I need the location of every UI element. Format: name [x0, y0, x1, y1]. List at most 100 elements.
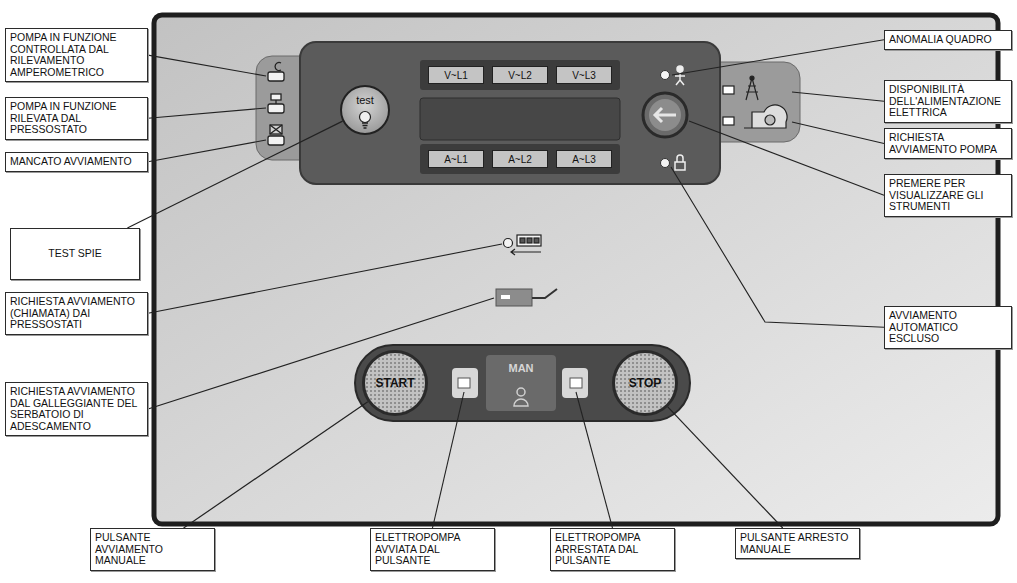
callout-box: TEST SPIE: [10, 228, 140, 280]
panel-housing: [154, 15, 998, 524]
leader-line: [576, 392, 613, 528]
leader-line: [148, 55, 266, 76]
manual-icon: [514, 399, 528, 406]
button-label: START: [375, 376, 414, 390]
status-icon: [723, 76, 787, 128]
button-label: STOP: [629, 376, 661, 390]
float-switch-icon: [501, 295, 510, 299]
leader-line: [672, 40, 884, 75]
callout-text: RICHIESTA AVVIAMENTO POMPA: [889, 132, 1007, 155]
leader-line: [433, 392, 465, 528]
callout-text: PREMERE PER VISUALIZZARE GLI STRUMENTI: [889, 178, 1007, 213]
leader-line: [792, 122, 884, 144]
manual-icon: [514, 388, 528, 406]
control-display: [420, 144, 620, 174]
status-icon: [275, 63, 281, 71]
lamp-icon: [360, 112, 371, 123]
panel-housing: [154, 15, 998, 524]
meter-label: V~L2: [508, 70, 532, 81]
float-switch-icon: [496, 289, 557, 306]
mode-label: MAN: [508, 362, 533, 374]
meter-display: V~L2: [492, 66, 548, 84]
indicator-led: [661, 71, 670, 80]
callout-text: POMPA IN FUNZIONE CONTROLLATA DAL RILEVA…: [10, 32, 143, 78]
callout-box: MANCATO AVVIAMENTO: [5, 152, 148, 172]
callout-text: PULSANTE ARRESTO MANUALE: [740, 532, 855, 555]
status-icon: [746, 78, 758, 100]
lock-icon: [675, 162, 685, 170]
control-display: [420, 60, 620, 90]
status-icon: [268, 72, 284, 81]
callout-box: POMPA IN FUNZIONE CONTROLLATA DAL RILEVA…: [5, 28, 148, 82]
meter-display: V~L1: [428, 66, 484, 84]
meter-display: A~L1: [428, 150, 484, 168]
meter-label: A~L3: [572, 154, 596, 165]
leader-line: [148, 140, 266, 162]
status-icon: [744, 105, 787, 128]
leader-connector: [184, 402, 368, 528]
callout-box: PREMERE PER VISUALIZZARE GLI STRUMENTI: [884, 174, 1012, 217]
callout-text: ELETTROPOMPA AVVIATA DAL PULSANTE: [375, 532, 490, 567]
display-button: [649, 99, 681, 131]
status-icon: [268, 63, 284, 146]
leader-connector: [668, 407, 783, 528]
leader-line: [148, 108, 266, 118]
status-icon: [270, 125, 282, 134]
status-icon: [268, 104, 284, 113]
manual-control-bar: [458, 378, 470, 388]
alarm-icon: [677, 66, 683, 72]
display-button: [643, 93, 687, 137]
meter-display: V~L3: [556, 66, 612, 84]
lamp-icon: [357, 110, 373, 130]
button-label: test: [342, 94, 388, 106]
display-button: [643, 93, 687, 137]
meter-label: A~L1: [444, 154, 468, 165]
status-icon: [723, 86, 734, 94]
test-button: test: [340, 85, 390, 135]
callout-text: AVVIAMENTO AUTOMATICO ESCLUSO: [889, 310, 1007, 345]
lock-icon: [677, 155, 683, 162]
callout-box: RICHIESTA AVVIAMENTO (CHIAMATA) DAI PRES…: [5, 292, 148, 335]
status-icon: [723, 117, 734, 125]
callout-box: POMPA IN FUNZIONE RILEVATA DAL PRESSOSTA…: [5, 97, 148, 140]
callout-text: ELETTROPOMPA ARRESTATA DAL PULSANTE: [555, 532, 670, 567]
callout-text: DISPONIBILITÀ DELL'ALIMENTAZIONE ELETTRI…: [889, 84, 1007, 119]
manual-control-bar: [570, 378, 582, 388]
meter-label: A~L2: [508, 154, 532, 165]
meter-label: V~L3: [572, 70, 596, 81]
status-icon: [271, 94, 281, 100]
status-icon: [270, 125, 282, 134]
float-switch-icon: [532, 289, 557, 298]
callout-box: ELETTROPOMPA AVVIATA DAL PULSANTE: [370, 528, 495, 571]
callout-box: DISPONIBILITÀ DELL'ALIMENTAZIONE ELETTRI…: [884, 80, 1012, 123]
indicator-led: [661, 159, 670, 168]
lock-icon: [675, 155, 685, 170]
lamp-icon: [362, 123, 368, 128]
manual-control-bar: [355, 345, 690, 421]
callout-box: RICHIESTA AVVIAMENTO DAL GALLEGGIANTE DE…: [5, 382, 148, 436]
meter-display: A~L2: [492, 150, 548, 168]
callout-box: RICHIESTA AVVIAMENTO POMPA: [884, 128, 1012, 159]
push-button: START: [362, 350, 428, 416]
meter-label: V~L1: [444, 70, 468, 81]
leader-line: [148, 244, 502, 313]
status-icon: [750, 76, 754, 80]
pressure-switch-icon: [511, 249, 541, 255]
leader-line: [671, 167, 884, 327]
callout-box: PULSANTE AVVIAMENTO MANUALE: [90, 528, 215, 571]
callout-text: POMPA IN FUNZIONE RILEVATA DAL PRESSOSTA…: [10, 101, 143, 136]
callout-text: ANOMALIA QUADRO: [889, 34, 1007, 46]
display-button: [655, 108, 676, 122]
callout-box: PULSANTE ARRESTO MANUALE: [735, 528, 860, 559]
push-button: STOP: [612, 350, 678, 416]
callout-box: ELETTROPOMPA ARRESTATA DAL PULSANTE: [550, 528, 675, 571]
control-display: [300, 42, 720, 184]
manual-control-bar: [486, 355, 556, 411]
control-display: [420, 98, 620, 140]
pressure-switch-icon: [534, 238, 539, 243]
leader-line: [792, 92, 884, 101]
pressure-switch-icon: [527, 238, 532, 243]
